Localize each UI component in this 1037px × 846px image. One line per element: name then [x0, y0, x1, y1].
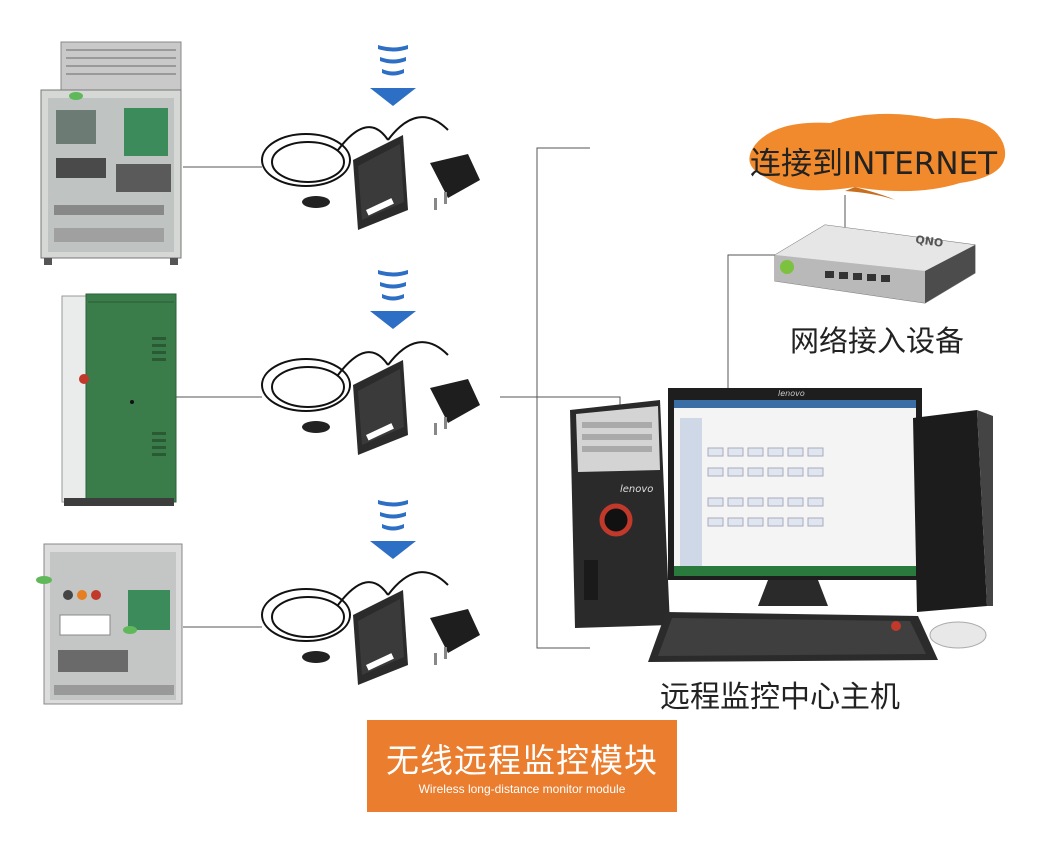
svg-text:QNO: QNO — [915, 233, 944, 250]
keyboard — [648, 612, 948, 667]
control-cabinet-2 — [60, 292, 178, 512]
computer-monitor: lenovo — [668, 388, 923, 618]
control-cabinet-1 — [36, 40, 202, 265]
signal-icon — [370, 270, 416, 329]
speaker — [905, 410, 995, 615]
banner-title: 无线远程监控模块 — [386, 741, 658, 780]
computer-tower: lenovo — [570, 400, 675, 630]
host-label: 远程监控中心主机 — [660, 680, 900, 715]
tower-brand: lenovo — [620, 484, 654, 495]
wireless-module-3 — [258, 495, 498, 700]
monitor-brand: lenovo — [778, 389, 805, 398]
signal-icon — [370, 500, 416, 559]
module-banner: 无线远程监控模块 Wireless long-distance monitor … — [367, 720, 677, 812]
mouse — [928, 618, 988, 652]
internet-cloud — [735, 105, 1015, 200]
signal-icon — [370, 45, 416, 106]
network-device-label: 网络接入设备 — [790, 324, 965, 358]
internet-label: 连接到INTERNET — [750, 146, 998, 182]
banner-subtitle: Wireless long-distance monitor module — [418, 782, 626, 796]
wireless-module-2 — [258, 265, 498, 470]
network-router: QNO — [765, 215, 985, 310]
control-cabinet-3 — [30, 540, 185, 710]
wireless-module-1 — [258, 40, 498, 245]
